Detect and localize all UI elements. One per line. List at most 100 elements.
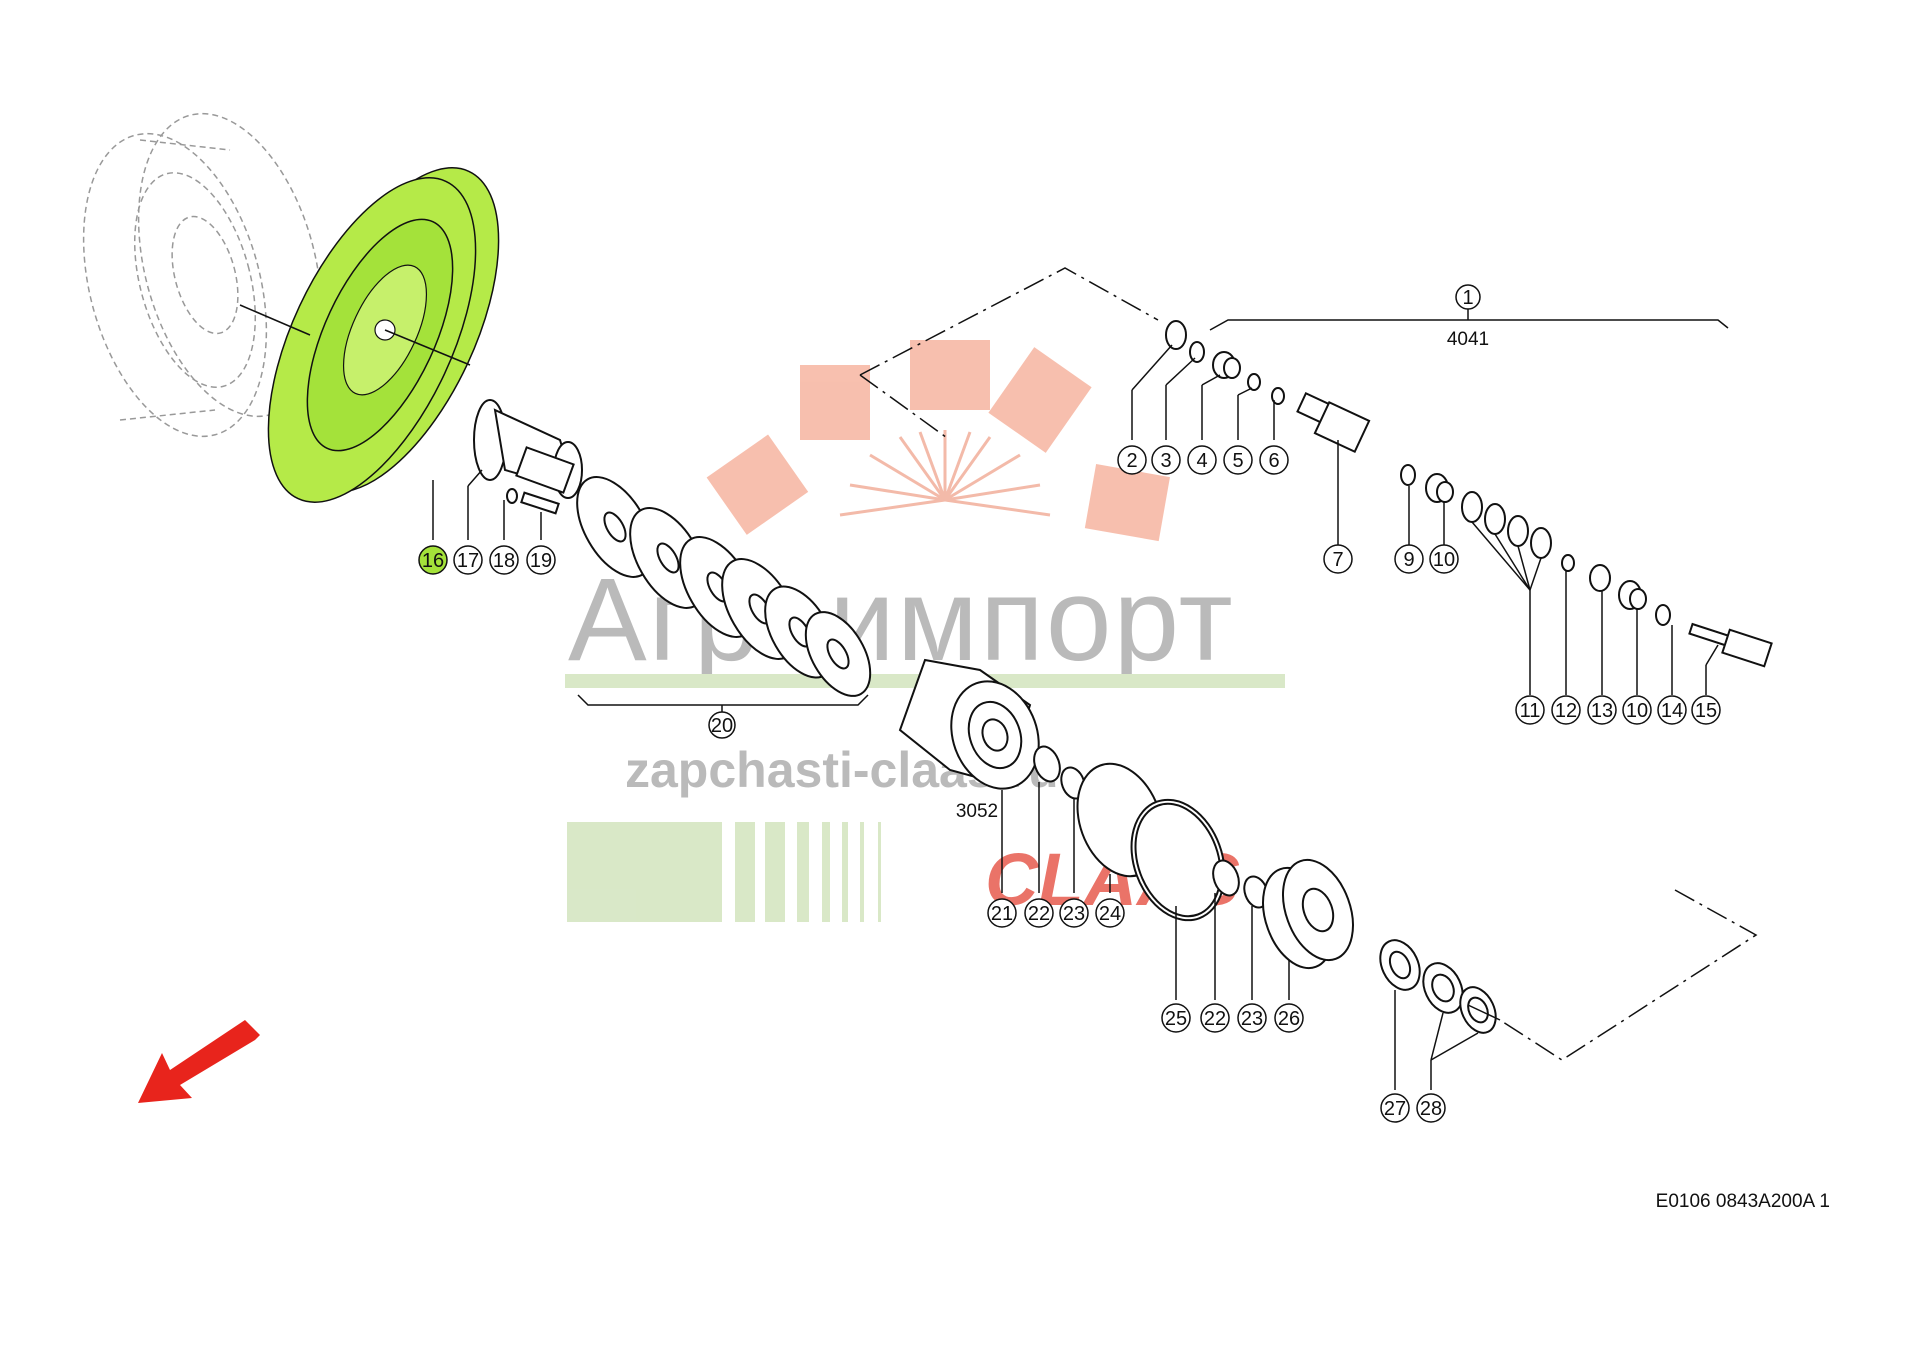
callout-number-17: 17: [457, 550, 479, 572]
shims-part-11: [1461, 491, 1552, 559]
callout-7[interactable]: 7: [1323, 544, 1353, 574]
callout-group-1: 1: [1462, 287, 1473, 309]
callout-number-6: 6: [1268, 450, 1279, 472]
snap-ring-part-14: [1655, 604, 1671, 626]
callout-circle-16: [418, 545, 448, 575]
callout-10[interactable]: 10: [1622, 695, 1652, 725]
callout-number-10: 10: [1626, 700, 1648, 722]
callout-11[interactable]: 11: [1515, 695, 1545, 725]
callout-28[interactable]: 28: [1416, 1093, 1446, 1123]
callout-circle-22: [1024, 898, 1054, 928]
callout-number-26: 26: [1278, 1008, 1300, 1030]
callout-25[interactable]: 25: [1161, 1003, 1191, 1033]
callout-circle-20: [708, 711, 736, 739]
callout-number-22: 22: [1204, 1008, 1226, 1030]
callout-15[interactable]: 15: [1691, 695, 1721, 725]
callout-circle-12: [1551, 695, 1581, 725]
callout-number-27: 27: [1384, 1098, 1406, 1120]
callout-22[interactable]: 22: [1200, 1003, 1230, 1033]
callout-number-19: 19: [530, 550, 552, 572]
callout-circle-15: [1691, 695, 1721, 725]
callout-number-28: 28: [1420, 1098, 1442, 1120]
o-ring-part-25: [1130, 798, 1226, 922]
callout-13[interactable]: 13: [1587, 695, 1617, 725]
callout-number-25: 25: [1165, 1008, 1187, 1030]
callout-14[interactable]: 14: [1657, 695, 1687, 725]
callout-3[interactable]: 3: [1151, 445, 1181, 475]
watermark-stripes: [567, 822, 881, 922]
callout-circle-10: [1622, 695, 1652, 725]
callout-19[interactable]: 19: [526, 545, 556, 575]
fitting-part-7: [1296, 392, 1371, 454]
watermark-gear-rays: [839, 430, 1051, 517]
callout-12[interactable]: 12: [1551, 695, 1581, 725]
group-1-bracket: 1 4041: [1209, 284, 1729, 350]
wheel-ghost: [82, 112, 323, 438]
callout-circle-25: [1161, 1003, 1191, 1033]
callout-circle-13: [1587, 695, 1617, 725]
seal-rings-22-23-lower: [1212, 859, 1269, 909]
callout-16[interactable]: 16: [418, 545, 448, 575]
callout-number-13: 13: [1591, 700, 1613, 722]
callout-number-5: 5: [1232, 450, 1243, 472]
callout-circle-10: [1429, 544, 1459, 574]
callout-number-2: 2: [1126, 450, 1137, 472]
leader-lines: [432, 344, 1719, 1090]
callout-2[interactable]: 2: [1117, 445, 1147, 475]
callout-circle-19: [526, 545, 556, 575]
drawing-code: E0106 0843A200A 1: [1656, 1191, 1830, 1212]
callout-number-4: 4: [1196, 450, 1207, 472]
callout-17[interactable]: 17: [453, 545, 483, 575]
shaft-part-15: [1688, 622, 1773, 668]
callout-circle-11: [1515, 695, 1545, 725]
callout-number-12: 12: [1555, 700, 1577, 722]
callout-26[interactable]: 26: [1274, 1003, 1304, 1033]
callout-circle-2: [1117, 445, 1147, 475]
callout-21[interactable]: 21: [987, 898, 1017, 928]
bolt-part-19: [520, 491, 560, 515]
callout-22[interactable]: 22: [1024, 898, 1054, 928]
ring-part-27: [1379, 939, 1421, 991]
washer-part-18: [506, 488, 518, 504]
callout-circle-6: [1259, 445, 1289, 475]
callout-number-18: 18: [493, 550, 515, 572]
callout-6[interactable]: 6: [1259, 445, 1289, 475]
callout-circle-28: [1416, 1093, 1446, 1123]
callout-24[interactable]: 24: [1095, 898, 1125, 928]
snap-ring-part-3: [1189, 341, 1205, 363]
hub-shaft-part-17: [473, 399, 583, 499]
bushing-part-12: [1561, 554, 1575, 572]
callout-circle-17: [453, 545, 483, 575]
housing-code-label: 3052: [956, 801, 998, 822]
callout-10[interactable]: 10: [1429, 544, 1459, 574]
housing-part-21: [898, 658, 1040, 790]
callout-23[interactable]: 23: [1237, 1003, 1267, 1033]
callout-18[interactable]: 18: [489, 545, 519, 575]
callout-number-15: 15: [1695, 700, 1717, 722]
callout-23[interactable]: 23: [1059, 898, 1089, 928]
snap-ring-part-9: [1400, 464, 1416, 486]
callout-number-23: 23: [1241, 1008, 1263, 1030]
callout-circle-1: [1455, 284, 1481, 310]
ring-part-6: [1271, 387, 1285, 405]
callout-circle-23: [1237, 1003, 1267, 1033]
ring-part-5: [1247, 373, 1261, 391]
bearing-part-10: [1425, 473, 1454, 503]
callout-circle-24: [1095, 898, 1125, 928]
callout-circle-18: [489, 545, 519, 575]
callout-number-9: 9: [1403, 549, 1414, 571]
callout-number-10: 10: [1433, 549, 1455, 571]
pulley-part-16[interactable]: [226, 138, 542, 533]
bushing-part-4: [1212, 351, 1241, 379]
callout-4[interactable]: 4: [1187, 445, 1217, 475]
callout-27[interactable]: 27: [1380, 1093, 1410, 1123]
callout-number-22: 22: [1028, 903, 1050, 925]
callout-9[interactable]: 9: [1394, 544, 1424, 574]
assembly-dash-lines: [859, 267, 1758, 1061]
callout-circle-21: [987, 898, 1017, 928]
bearing-part-10-b: [1618, 580, 1647, 610]
callout-circle-26: [1274, 1003, 1304, 1033]
callout-5[interactable]: 5: [1223, 445, 1253, 475]
callout-number-21: 21: [991, 903, 1013, 925]
